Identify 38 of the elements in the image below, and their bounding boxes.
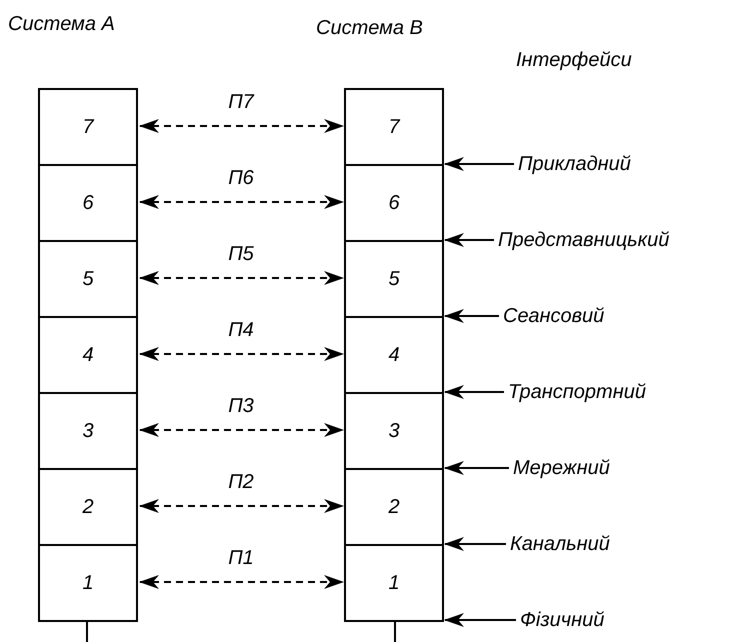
- interface-label: Транспортний: [508, 378, 646, 406]
- interface-label: Мережний: [513, 454, 610, 482]
- dashed-arrow: [139, 347, 344, 361]
- layer-box: 4: [344, 316, 444, 394]
- layer-box: 7: [38, 88, 138, 166]
- layer-box: 6: [38, 164, 138, 242]
- dashed-arrow: [139, 499, 344, 513]
- arrow: [444, 537, 506, 551]
- dashed-arrow: [139, 575, 344, 589]
- layer-box: 1: [38, 544, 138, 622]
- arrow: [444, 385, 504, 399]
- layer-box: 6: [344, 164, 444, 242]
- interface-label: Прикладний: [518, 150, 631, 178]
- layer-box: 5: [344, 240, 444, 318]
- layer-box: 3: [38, 392, 138, 470]
- layer-box: 7: [344, 88, 444, 166]
- dashed-arrow: [139, 423, 344, 437]
- arrow: [444, 461, 509, 475]
- layer-box: 1: [344, 544, 444, 622]
- system-title: Система В: [316, 18, 423, 38]
- dashed-arrow: [139, 271, 344, 285]
- column-heading: Інтерфейси: [516, 50, 632, 70]
- arrow: [444, 157, 514, 171]
- interface-label: Представницький: [498, 226, 670, 254]
- arrow: [444, 613, 516, 627]
- layer-box: 2: [344, 468, 444, 546]
- layer-box: 3: [344, 392, 444, 470]
- interface-label: Фізичний: [520, 606, 604, 634]
- layer-box: 5: [38, 240, 138, 318]
- layer-box: 2: [38, 468, 138, 546]
- dashed-arrow: [139, 119, 344, 133]
- dashed-arrow: [139, 195, 344, 209]
- interface-label: Канальний: [510, 530, 610, 558]
- arrow: [444, 233, 494, 247]
- system-title: Система А: [8, 14, 115, 34]
- arrow: [444, 309, 499, 323]
- interface-label: Сеансовий: [503, 302, 604, 330]
- layer-box: 4: [38, 316, 138, 394]
